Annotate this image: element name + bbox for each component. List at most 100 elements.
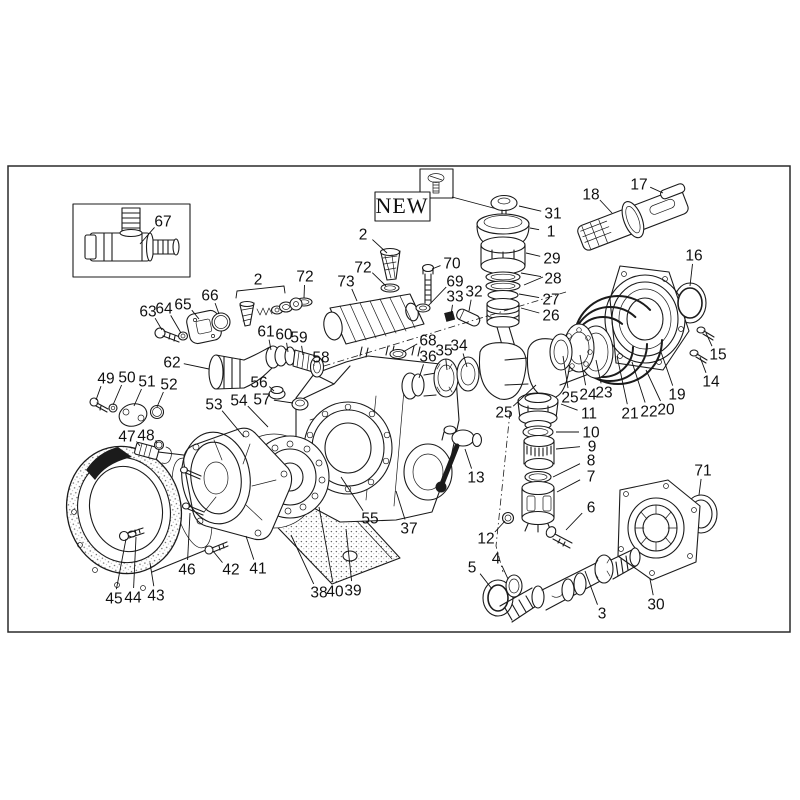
part-label-55: 55 — [361, 511, 378, 528]
part-label-50: 50 — [118, 370, 136, 387]
part-label-1: 1 — [547, 224, 556, 241]
leader-38 — [290, 534, 315, 585]
leader-27 — [518, 293, 540, 299]
part-label-18: 18 — [582, 187, 599, 204]
leader-15 — [705, 332, 713, 347]
leader-73 — [351, 288, 358, 302]
valve-stack-drawing — [501, 392, 573, 549]
part-label-25: 25 — [495, 405, 512, 422]
leader-45 — [115, 538, 127, 590]
leader-28 — [520, 272, 542, 278]
part-label-20: 20 — [657, 402, 675, 419]
part-label-29: 29 — [543, 251, 560, 268]
leader-32 — [468, 299, 472, 312]
part-label-24: 24 — [579, 387, 597, 404]
part-label-22: 22 — [640, 404, 657, 421]
part-label-33: 33 — [446, 289, 463, 306]
drain-valve-13-drawing — [435, 425, 483, 493]
adapter-housing-drawing — [179, 427, 293, 555]
part-label-16: 16 — [685, 248, 702, 265]
part-label-54: 54 — [230, 393, 248, 410]
leader-47 — [136, 441, 141, 447]
leader-30 — [649, 578, 654, 596]
inset-box-part-67 — [72, 203, 191, 278]
part-label-34: 34 — [450, 338, 468, 355]
part-label-39: 39 — [344, 583, 361, 600]
leader-37 — [395, 490, 406, 520]
leader-3 — [584, 570, 598, 605]
part-label-70: 70 — [443, 256, 461, 273]
part-label-8: 8 — [587, 453, 596, 470]
rear-flange-drawing — [604, 265, 715, 371]
part-label-31: 31 — [544, 206, 561, 223]
flange-screws-14-15 — [689, 326, 715, 364]
part-label-26: 26 — [542, 308, 559, 325]
part-label-69: 69 — [446, 274, 463, 291]
leader-16 — [689, 263, 693, 287]
leader-8 — [552, 463, 581, 478]
leader-39 — [345, 528, 353, 582]
leader-64 — [170, 315, 182, 334]
centerline-pipe — [323, 291, 567, 367]
leader-7 — [556, 479, 581, 493]
part-label-47: 47 — [118, 429, 135, 446]
part-label-44: 44 — [124, 590, 142, 607]
leader-25 — [512, 384, 537, 407]
tappet-33 — [444, 310, 456, 322]
leader-69 — [427, 286, 447, 307]
part-label-12: 12 — [477, 531, 494, 548]
part-label-38: 38 — [310, 585, 327, 602]
leader-43 — [149, 562, 155, 587]
leader-70 — [431, 265, 441, 270]
centerline-valve — [495, 411, 511, 573]
cylinder-head-drawing — [295, 247, 481, 360]
leader-22 — [631, 361, 646, 403]
part-labels-layer: 6723112928272618171615141920222123242525… — [95, 177, 727, 623]
leader-12 — [494, 520, 506, 533]
part-label-13: 13 — [467, 470, 484, 487]
part-label-15: 15 — [709, 347, 726, 364]
leader-46 — [187, 512, 191, 561]
leader-57 — [273, 399, 294, 404]
leader-33 — [450, 304, 453, 316]
screw-icon — [427, 173, 445, 194]
part-label-14: 14 — [702, 374, 720, 391]
leader-68 — [402, 343, 418, 353]
leader-42 — [212, 550, 223, 563]
crankcase-drawing — [295, 345, 460, 523]
leader-53 — [221, 410, 245, 438]
leader-55 — [340, 476, 364, 511]
new-badge-group: NEW — [374, 168, 498, 222]
part-label-10: 10 — [582, 425, 600, 442]
part-label-51: 51 — [138, 374, 155, 391]
leader-52 — [156, 391, 164, 408]
manifold-drawing — [208, 345, 325, 390]
part-label-49: 49 — [97, 371, 114, 388]
leader-72 — [371, 272, 387, 287]
part-label-64: 64 — [155, 301, 173, 318]
part-label-61: 61 — [257, 324, 274, 341]
part-label-32: 32 — [465, 284, 482, 301]
o-ring-68 — [389, 348, 407, 360]
part-label-2: 2 — [254, 272, 263, 289]
leader-59 — [301, 345, 304, 356]
part-label-6: 6 — [587, 500, 596, 517]
leader-56 — [268, 386, 275, 392]
leader-72 — [303, 284, 305, 299]
leader-34 — [462, 353, 468, 368]
leader-29 — [525, 252, 541, 257]
part-label-27: 27 — [542, 292, 559, 309]
part-label-59: 59 — [290, 330, 307, 347]
part-label-23: 23 — [595, 385, 612, 402]
part-label-25: 25 — [561, 390, 578, 407]
part-label-73: 73 — [337, 274, 354, 291]
part-label-28: 28 — [544, 271, 561, 288]
leader-63 — [154, 317, 163, 331]
leader-49 — [95, 386, 102, 401]
part-label-5: 5 — [468, 560, 477, 577]
leader-19 — [660, 351, 674, 386]
valve-fitting-67-drawing — [84, 207, 180, 262]
leader-9 — [555, 446, 581, 450]
leader-11 — [560, 403, 578, 411]
